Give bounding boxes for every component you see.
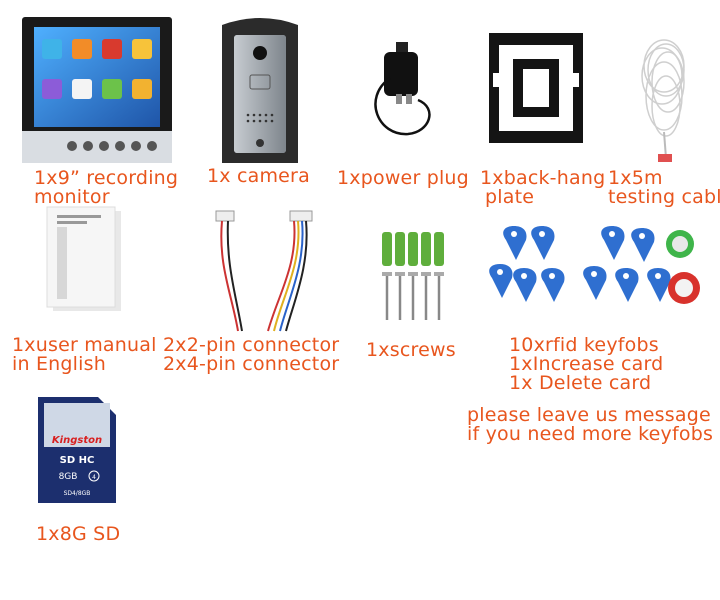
sd-card-caption: 1x8G SD	[36, 525, 120, 544]
monitor-caption: 1x9” recording monitor	[34, 169, 178, 207]
back-plate-caption-line2: plate	[485, 186, 535, 208]
keyfob-caption: 10xrfid keyfobs 1xIncrease card 1x Delet…	[509, 336, 663, 393]
sd-capacity: 8GB	[59, 472, 78, 482]
sd-format: SD HC	[60, 455, 95, 466]
keyfob-note-line2: if you need more keyfobs	[467, 423, 714, 445]
back-plate-caption: 1xback-hang plate	[480, 169, 605, 207]
connector-caption-line2: 2x4-pin connector	[163, 353, 340, 375]
cable-caption: 1x5m testing cabl	[608, 169, 720, 207]
keyfob-icon	[482, 222, 704, 314]
manual-caption: 1xuser manual in English	[12, 336, 157, 374]
screws-icon	[380, 230, 446, 324]
camera-caption: 1x camera	[207, 167, 310, 186]
sd-class: 4	[92, 474, 96, 481]
sd-card-icon: Kingston SD HC 8GB 4 SD4/8GB	[38, 397, 116, 503]
manual-icon	[45, 205, 125, 315]
sd-card-caption-line1: 1x8G SD	[36, 523, 121, 545]
connector-icon	[208, 205, 318, 335]
connector-caption: 2x2-pin connector 2x4-pin connector	[163, 336, 339, 374]
keyfob-caption-line1: 10xrfid keyfobs	[509, 334, 659, 356]
monitor-caption-line2: monitor	[34, 186, 110, 208]
camera-caption-line1: 1x camera	[207, 165, 310, 187]
screws-caption: 1xscrews	[366, 341, 456, 360]
back-plate-caption-line1: 1xback-hang	[480, 167, 606, 189]
back-plate-icon	[489, 33, 583, 143]
cable-icon	[636, 36, 696, 166]
power-plug-caption: 1xpower plug	[337, 169, 469, 188]
manual-caption-line1: 1xuser manual	[12, 334, 157, 356]
connector-caption-line1: 2x2-pin connector	[163, 334, 340, 356]
power-plug-caption-line1: 1xpower plug	[337, 167, 469, 189]
monitor-icon	[22, 17, 172, 163]
keyfob-note-line1: please leave us message	[467, 404, 711, 426]
manual-caption-line2: in English	[12, 353, 106, 375]
power-plug-icon	[368, 38, 440, 138]
keyfob-caption-line2: 1xIncrease card	[509, 353, 664, 375]
sd-brand: Kingston	[52, 435, 102, 446]
sd-model: SD4/8GB	[64, 490, 91, 497]
camera-icon	[222, 15, 298, 163]
screws-caption-line1: 1xscrews	[366, 339, 456, 361]
keyfob-caption-line3: 1x Delete card	[509, 372, 652, 394]
cable-caption-line2: testing cabl	[608, 186, 720, 208]
keyfob-note: please leave us message if you need more…	[467, 406, 713, 444]
cable-caption-line1: 1x5m	[608, 167, 663, 189]
monitor-caption-line1: 1x9” recording	[34, 167, 179, 189]
